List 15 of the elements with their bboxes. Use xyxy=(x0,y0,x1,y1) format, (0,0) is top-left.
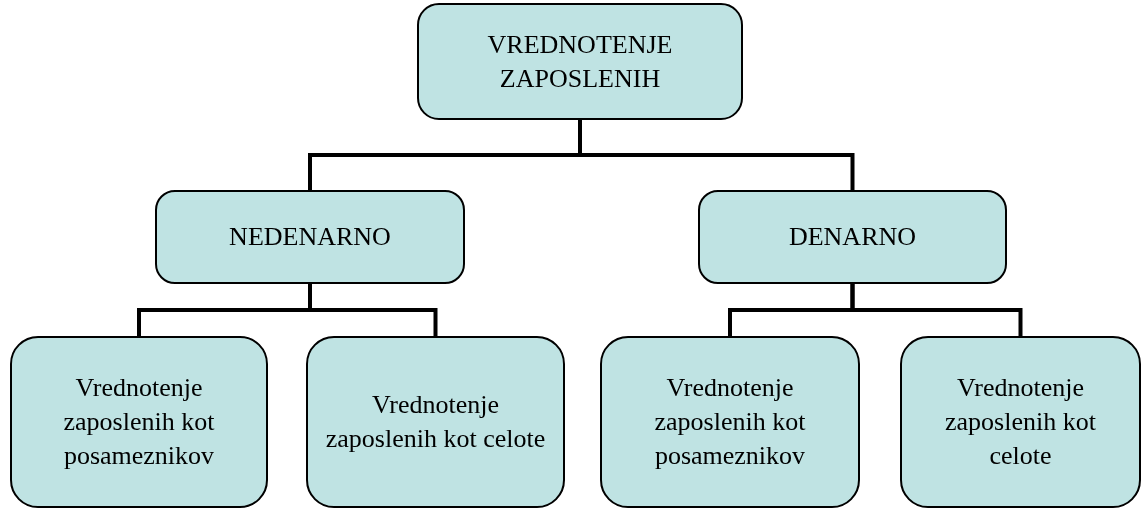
connector-line xyxy=(850,284,1023,336)
rounded-box xyxy=(417,3,743,120)
rounded-box xyxy=(10,336,268,508)
box-label: VREDNOTENJE ZAPOSLENIH xyxy=(486,28,674,95)
rounded-box xyxy=(306,336,565,508)
box-label: Vrednotenje zaposlenih kot posameznikov xyxy=(653,372,807,472)
box-label: Vrednotenje zaposlenih kot celote xyxy=(944,372,1097,472)
rounded-box xyxy=(698,190,1007,284)
box-label: NEDENARNO xyxy=(229,221,391,254)
rounded-box xyxy=(900,336,1141,508)
rounded-box xyxy=(155,190,465,284)
rounded-box xyxy=(600,336,860,508)
box-label: DENARNO xyxy=(788,221,917,254)
box-label: Vrednotenje zaposlenih kot celote xyxy=(324,389,547,455)
box-label: Vrednotenje zaposlenih kot posameznikov xyxy=(62,372,216,472)
